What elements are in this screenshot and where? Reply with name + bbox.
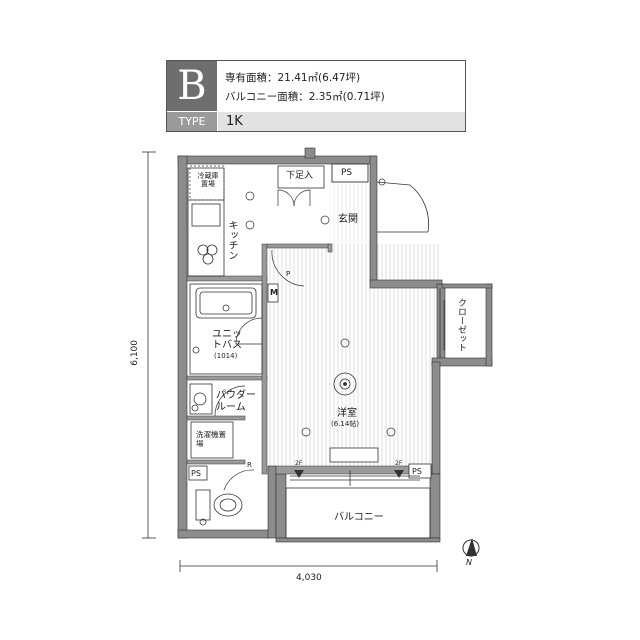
width-dimension-line (179, 560, 438, 572)
window-marker-left (294, 470, 304, 478)
entrance-door (376, 181, 430, 233)
powder-room-label: パウダールーム (216, 390, 256, 413)
refrigerator-label: 冷蔵庫置場 (197, 172, 219, 188)
window-marker-right (394, 470, 404, 478)
ps-top-box (331, 163, 369, 183)
compass-icon (462, 538, 480, 557)
ps-left-box (188, 465, 208, 481)
interior-walls (186, 243, 433, 475)
height-dimension-line (142, 151, 156, 539)
washing-machine-label: 洗濯機置場 (196, 430, 226, 448)
unit-bath-label: ユニットバス (212, 329, 242, 351)
washing-machine-space (190, 421, 234, 459)
type-label: TYPE (167, 112, 217, 131)
area-balcony-text: バルコニー面積：2.35㎡(0.71坪) (225, 91, 385, 103)
entrance-floor (330, 178, 372, 244)
closet-doors (439, 288, 445, 358)
unit-bath (189, 283, 263, 375)
type-info-box: B TYPE 1K 専有面積：21.41㎡(6.47坪) バルコニー面積：2.3… (166, 60, 466, 132)
ceiling-light-icon (333, 372, 357, 396)
unit-bath-size-value: 1014 (216, 352, 235, 360)
low-board (329, 447, 379, 463)
area-private-text: 専有面積：21.41㎡(6.47坪) (225, 72, 361, 84)
balcony-area (285, 487, 431, 539)
ps-left-label: PS (191, 469, 201, 478)
type-letter: B (167, 61, 217, 111)
western-room-floor (268, 244, 440, 466)
meter-label: M (270, 288, 278, 297)
unit-bath-size: (1014) (214, 352, 238, 360)
western-room-size-value: 6.14帖 (333, 420, 357, 428)
balcony-label: バルコニー (334, 512, 384, 523)
shoe-cabinet (277, 165, 325, 189)
shoe-cabinet-label: 下足入 (286, 171, 314, 181)
ps-right-label: PS (412, 467, 422, 476)
window-right-label: 2F (395, 460, 403, 467)
p-symbol-label: P (286, 270, 291, 278)
toilet (195, 489, 243, 526)
type-value: 1K (218, 112, 465, 131)
window-left-label: 2F (295, 460, 303, 467)
width-dimension: 4,030 (296, 573, 322, 583)
light-fixtures (245, 178, 396, 437)
compass-letter: N (466, 558, 472, 567)
western-room-label: 洋室 (337, 408, 357, 419)
ps-right-box (408, 463, 432, 479)
kitchen-label: キッチン (226, 220, 237, 260)
interior-doors (214, 189, 311, 491)
refrigerator-space (189, 165, 225, 201)
ps-top-label: PS (341, 168, 353, 178)
meter-box (267, 283, 279, 303)
entrance-label: 玄関 (338, 214, 358, 225)
western-room-size: (6.14帖) (331, 420, 360, 428)
height-dimension: 6,100 (130, 340, 140, 366)
outer-walls (177, 147, 493, 543)
washbasin (189, 383, 213, 415)
r-symbol-label: R (247, 461, 252, 469)
closet-label: クローゼット (456, 298, 466, 352)
